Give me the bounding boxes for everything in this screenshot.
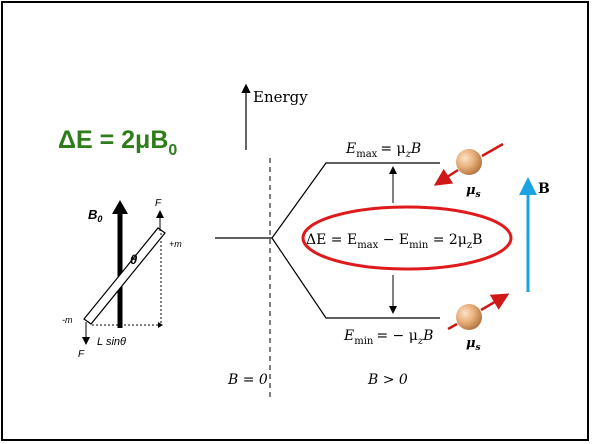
b-field-label: B <box>538 181 550 197</box>
highlight-ellipse <box>301 205 513 271</box>
mu-label-upper: μs <box>466 183 481 200</box>
delta-e-equation: ΔE = Emax − Emin = 2μzB <box>306 232 482 251</box>
moment-arrow-lower <box>480 293 510 312</box>
lever-arm-label: L sinθ <box>97 336 126 348</box>
moment-tail-lower <box>447 322 458 331</box>
force-top-label: F <box>155 198 162 209</box>
plus-m-label: +m <box>169 239 182 249</box>
b-positive-label: B > 0 <box>367 372 408 388</box>
mu-label-lower: μs <box>466 336 481 353</box>
lower-level <box>271 237 440 319</box>
b0-arrow-head <box>112 200 128 214</box>
torque-sketch: B0 F +m F -m θ L sinθ <box>62 198 182 360</box>
spin-aligned: μs <box>447 293 510 353</box>
force-bottom-label: F <box>78 349 85 360</box>
moment-arrow-upper <box>433 168 459 186</box>
e-max-label: Emax= μzB <box>345 141 421 160</box>
particle-sphere-lower <box>456 304 482 330</box>
minus-m-label: -m <box>62 315 73 325</box>
b0-label: B0 <box>88 207 102 224</box>
upper-level <box>271 162 440 239</box>
particle-sphere-upper <box>456 149 482 175</box>
dipole-rod <box>83 227 166 325</box>
energy-axis: Energy <box>241 83 308 150</box>
energy-levels <box>215 162 440 319</box>
theta-label: θ <box>130 252 137 267</box>
headline-delta-e: ΔE = 2μB0 <box>58 126 177 159</box>
moment-tail-upper <box>481 142 504 158</box>
b-zero-label: B = 0 <box>227 372 268 388</box>
energy-axis-label: Energy <box>253 88 308 106</box>
e-min-label: Emin= − μzB <box>343 328 433 347</box>
spin-anti-aligned: μs <box>433 142 504 200</box>
